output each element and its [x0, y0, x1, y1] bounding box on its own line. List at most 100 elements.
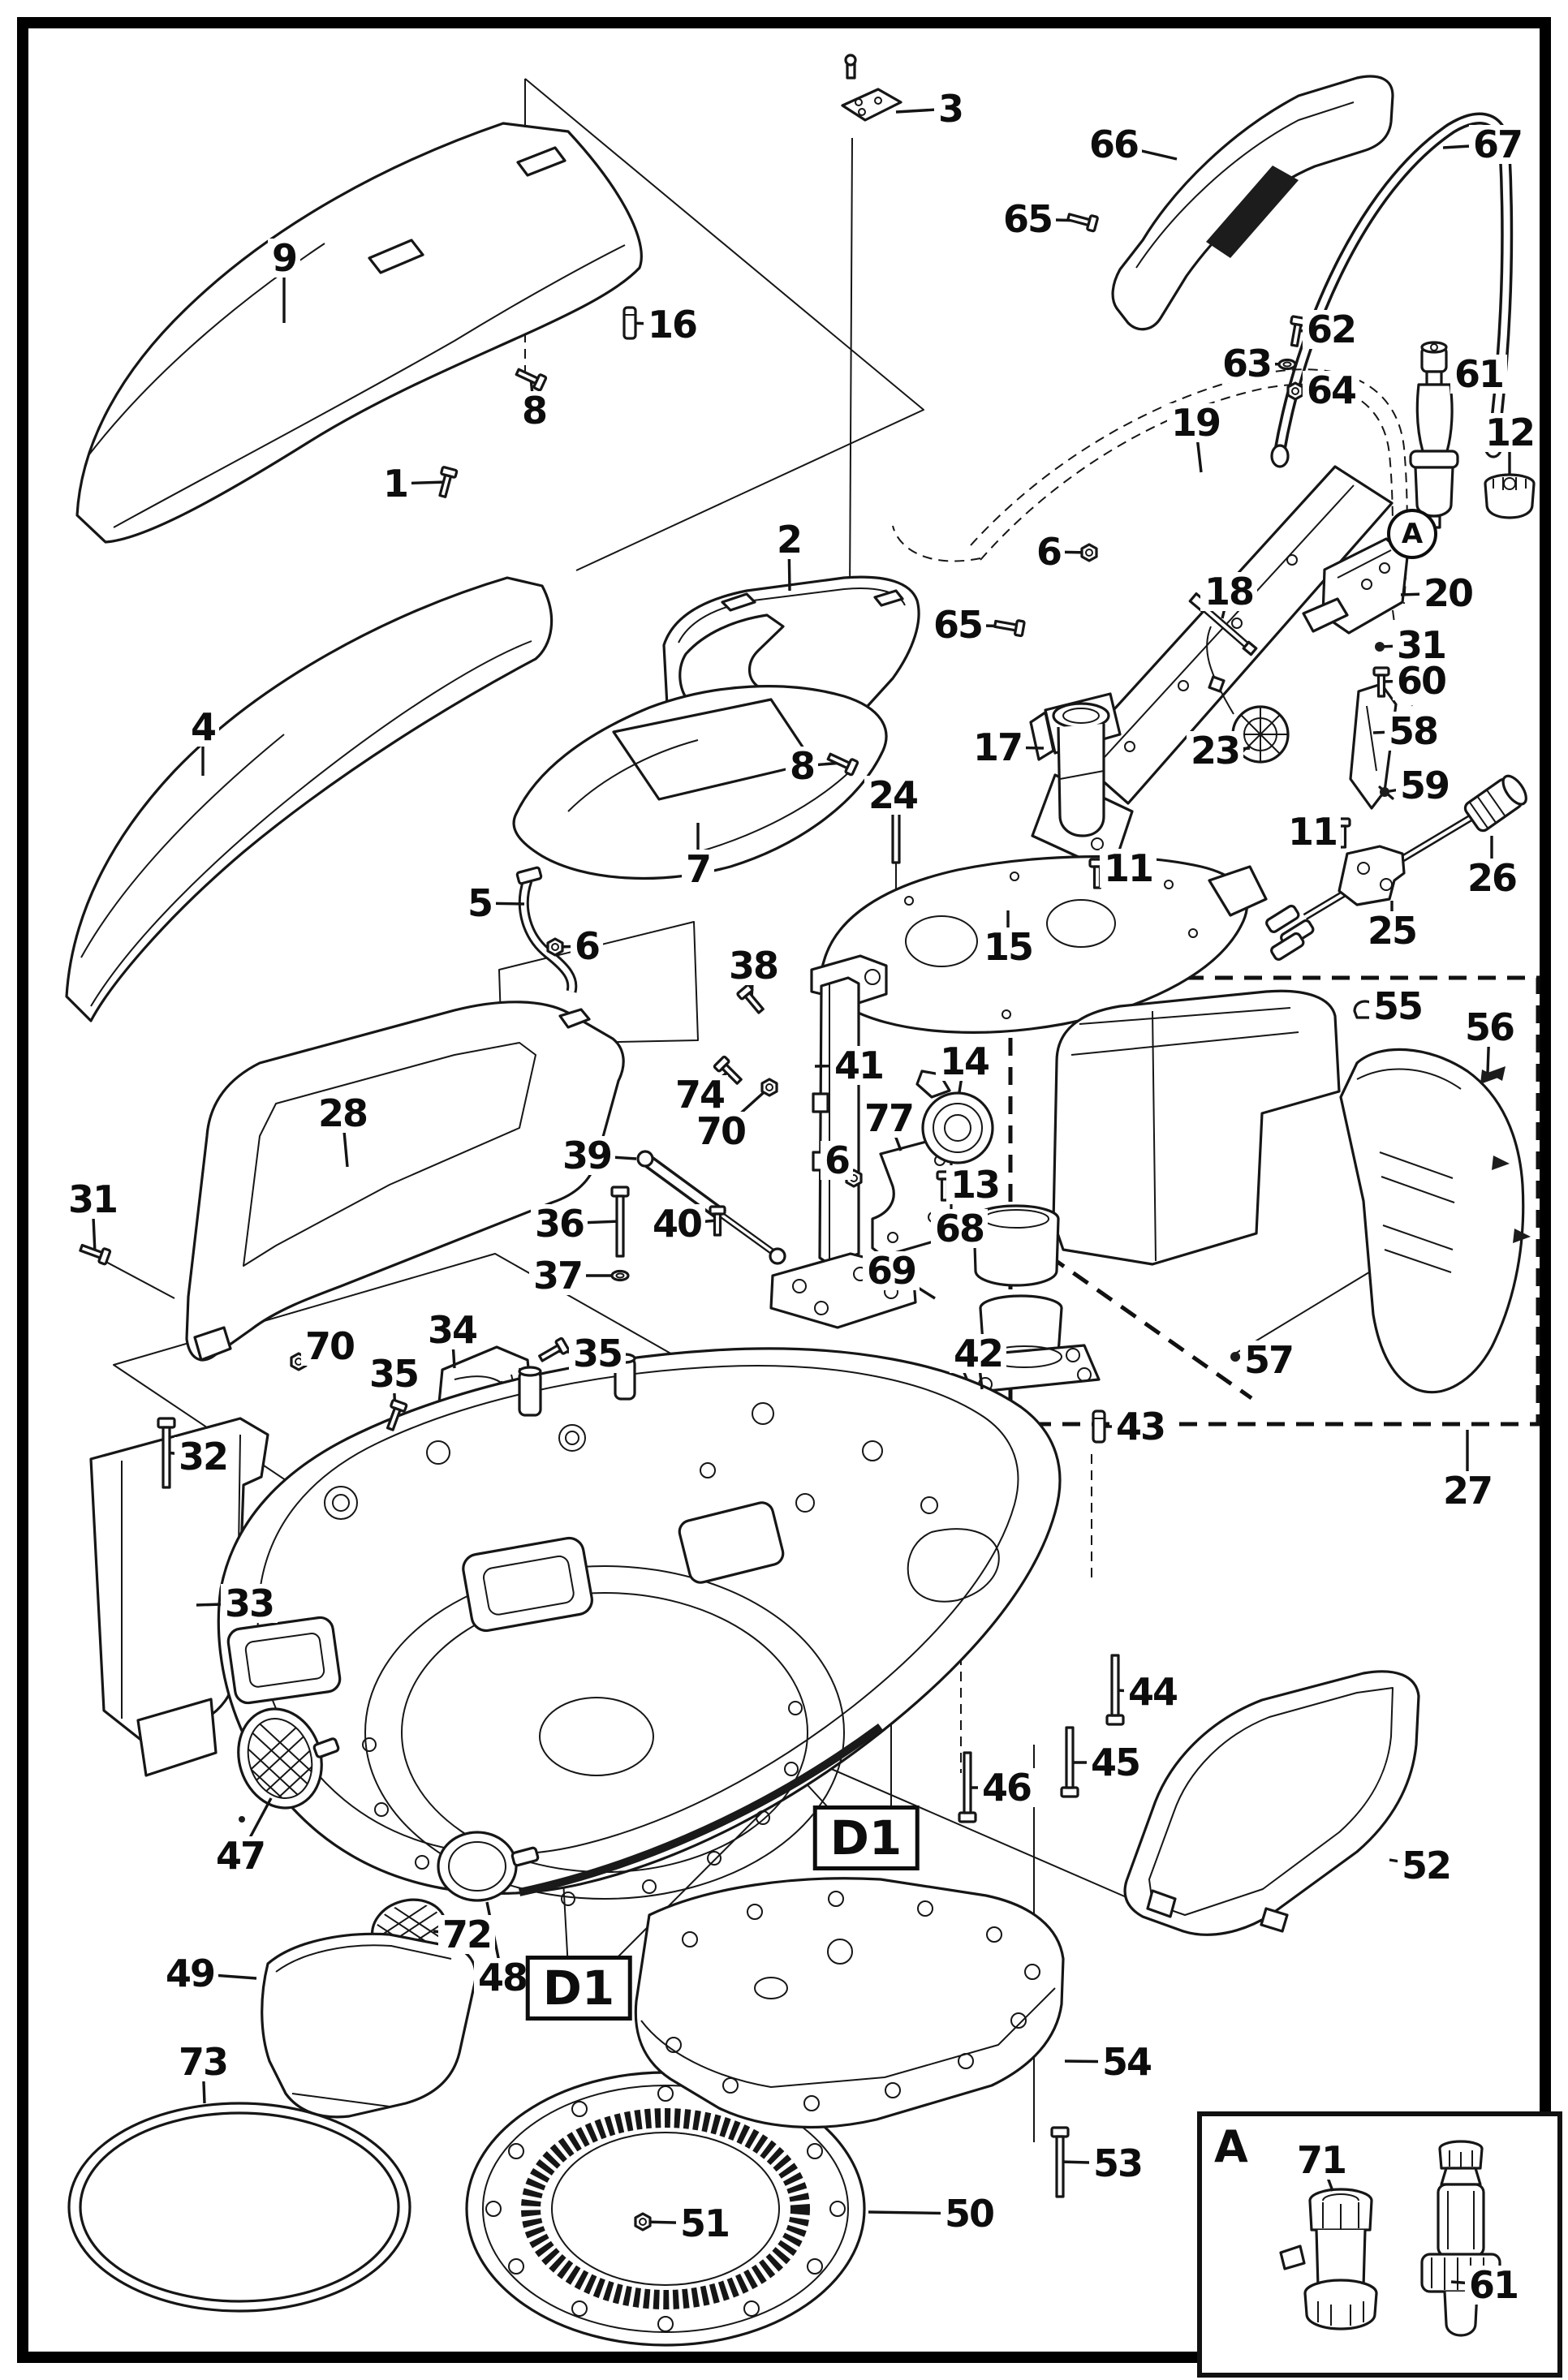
part-25-bracket	[1338, 845, 1406, 906]
part-52-side-panel	[1123, 1670, 1420, 1936]
callout-53: 53	[1088, 2144, 1147, 2183]
callout-12: 12	[1480, 413, 1539, 452]
callout-50: 50	[940, 2194, 998, 2233]
callout-39: 39	[558, 1136, 616, 1175]
part-27-left-cover	[1052, 989, 1341, 1266]
callout-20: 20	[1419, 574, 1477, 613]
callout-55: 55	[1368, 987, 1427, 1026]
callout-14: 14	[935, 1042, 993, 1081]
part-3-bracket	[841, 54, 902, 122]
callout-46: 46	[977, 1768, 1036, 1807]
fastener-dot-31	[1375, 642, 1385, 652]
callout-48: 48	[473, 1958, 532, 1997]
callout-51: 51	[675, 2204, 734, 2243]
callout-19: 19	[1166, 403, 1225, 442]
fastener-bolt_s-40	[709, 1205, 726, 1237]
callout-69: 69	[862, 1251, 920, 1290]
callout-52: 52	[1397, 1846, 1455, 1885]
part-66-handle-cover	[1111, 75, 1394, 331]
callout-34: 34	[423, 1311, 481, 1349]
dashed-box-27	[1008, 975, 1540, 1427]
callout-15: 15	[979, 927, 1037, 966]
callout-6: 6	[570, 927, 604, 966]
callout-42: 42	[949, 1334, 1007, 1373]
part-54-plate	[634, 1877, 1065, 2129]
callout-35: 35	[364, 1354, 423, 1393]
part-9-top-hood	[75, 122, 643, 544]
callout-1: 1	[378, 464, 412, 503]
part-20-bracket	[1302, 537, 1409, 635]
fastener-bolt_s-74	[713, 1055, 743, 1085]
callout-28: 28	[313, 1094, 372, 1133]
fastener-bolt_l-46	[958, 1751, 977, 1823]
callout-61: 61	[1450, 355, 1508, 394]
callout-31: 31	[63, 1180, 122, 1219]
fastener-bolt_l-32	[157, 1417, 176, 1489]
fastener-arrow-56	[1488, 1066, 1506, 1081]
callout-63: 63	[1217, 344, 1276, 383]
screw-arrow-marker	[1513, 1229, 1531, 1243]
callout-4: 4	[186, 708, 220, 747]
callout-31: 31	[1392, 626, 1450, 665]
fastener-bolt_s-31	[79, 1243, 112, 1266]
fastener-bolt_s-35	[538, 1336, 571, 1362]
fastener-nut-64	[1286, 381, 1304, 401]
screw-arrow-marker	[1492, 1156, 1510, 1170]
fastener-pin-16	[622, 306, 637, 340]
fastener-nut-6	[546, 937, 564, 957]
callout-62: 62	[1302, 310, 1360, 349]
callout-41: 41	[829, 1046, 888, 1085]
part-73-oring	[67, 2102, 411, 2313]
callout-7: 7	[681, 850, 715, 889]
callout-57: 57	[1239, 1341, 1298, 1379]
callout-65: 65	[928, 605, 987, 644]
part-68-cup	[972, 1204, 1060, 1287]
fastener-washer-37	[610, 1269, 630, 1282]
callout-58: 58	[1384, 712, 1442, 751]
fastener-bolt_s-38	[736, 983, 765, 1014]
callout-3: 3	[933, 89, 967, 128]
callout-66: 66	[1084, 125, 1143, 164]
fastener-bolt_l-45	[1060, 1726, 1079, 1798]
fastener-dot-57	[1230, 1352, 1240, 1362]
callout-11: 11	[1099, 849, 1157, 888]
fastener-dot-59	[1380, 787, 1389, 797]
callout-74: 74	[670, 1075, 729, 1114]
fastener-nut-6	[1080, 543, 1098, 562]
callout-11: 11	[1283, 812, 1342, 851]
part-49-panel	[261, 1932, 477, 2119]
callout-56: 56	[1460, 1008, 1518, 1047]
callout-8: 8	[517, 391, 551, 430]
callout-13: 13	[946, 1165, 1004, 1204]
callout-70: 70	[691, 1112, 750, 1151]
inset-box	[1197, 2111, 1562, 2378]
fastener-bolt_l-44	[1105, 1654, 1125, 1726]
part-4-side-cover	[65, 576, 554, 1022]
callout-8: 8	[785, 747, 819, 785]
callout-35: 35	[568, 1334, 627, 1373]
callout-23: 23	[1186, 731, 1244, 770]
callout-43: 43	[1111, 1407, 1170, 1446]
callout-49: 49	[161, 1954, 219, 1993]
callout-60: 60	[1392, 661, 1450, 700]
boxed-label-D1: D1	[525, 1956, 632, 2021]
part-28-panel	[185, 1001, 625, 1362]
callout-18: 18	[1200, 572, 1258, 611]
callout-16: 16	[643, 305, 701, 344]
callout-9: 9	[267, 239, 301, 278]
fastener-bolt_s-8	[515, 368, 548, 392]
callout-61: 61	[1464, 2266, 1523, 2305]
fastener-bolt_s-1	[438, 466, 459, 498]
fastener-bolt_s-65	[1066, 213, 1099, 233]
callout-32: 32	[174, 1437, 232, 1476]
callout-40: 40	[648, 1204, 706, 1243]
callout-44: 44	[1123, 1672, 1182, 1711]
callout-67: 67	[1468, 125, 1527, 164]
fastener-bolt_s-60	[1372, 666, 1390, 698]
callout-73: 73	[174, 2042, 232, 2081]
callout-72: 72	[437, 1915, 496, 1954]
callout-17: 17	[968, 728, 1027, 767]
